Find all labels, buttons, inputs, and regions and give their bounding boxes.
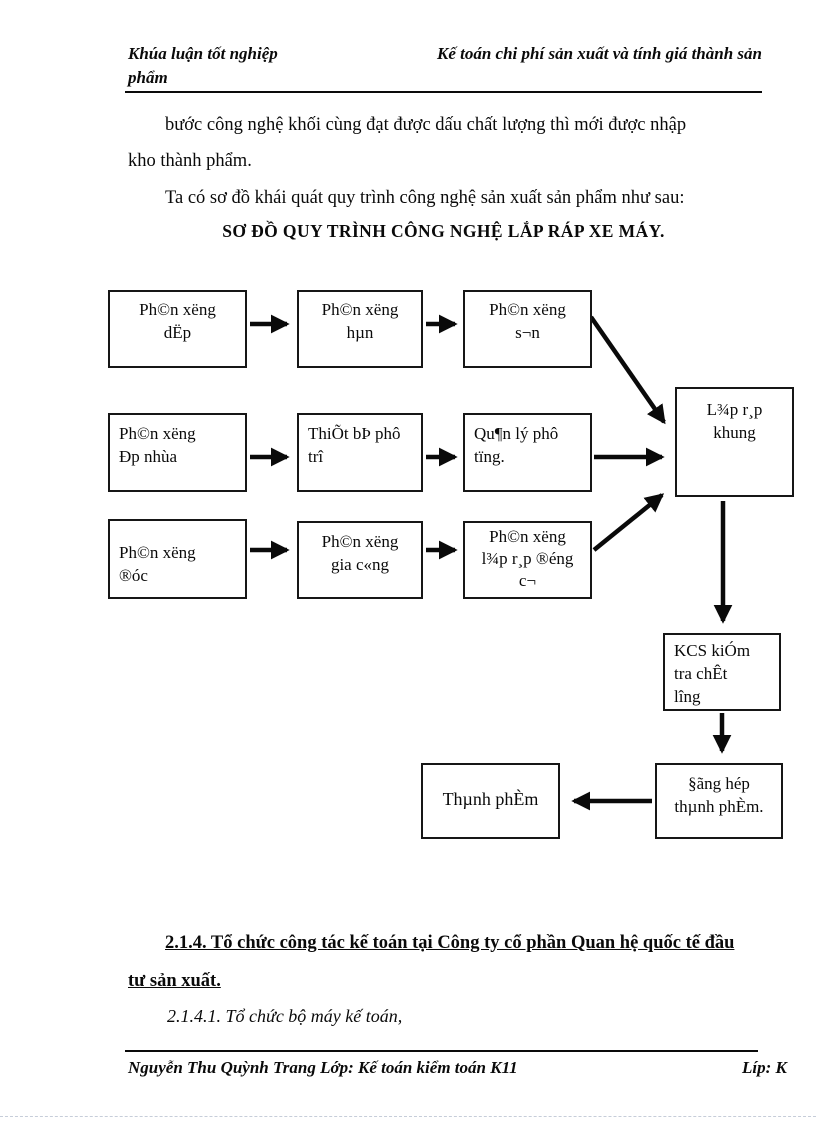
flow-box-thiet-bi-phu-tro: ThiÕt bÞ phô trî (297, 413, 423, 492)
flow-box-phan-xuong-dap: Ph©n xëng dËp (108, 290, 247, 368)
flow-box-phan-xuong-han: Ph©n xëng hµn (297, 290, 423, 368)
flow-box-quan-ly-phu-tung: Qu¶n lý phô tïng. (463, 413, 592, 492)
subsection-heading-2141: 2.1.4.1. Tổ chức bộ máy kế toán, (167, 1006, 403, 1026)
body-paragraph-2: Ta có sơ đồ khái quát quy trình công ngh… (165, 188, 685, 208)
flow-box-phan-xuong-duc: Ph©n xëng ®óc (108, 519, 247, 599)
flow-box-phan-xuong-son: Ph©n xëng s¬n (463, 290, 592, 368)
flow-box-phan-xuong-ep-nhua: Ph©n xëng Ðp nhùa (108, 413, 247, 492)
flow-box-dong-hop-thanh-pham: §ãng hép thµnh phÈm. (655, 763, 783, 839)
footer-rule (125, 1050, 758, 1052)
arrow-son-to-khung (589, 315, 666, 425)
flow-box-phan-xuong-gia-cong: Ph©n xëng gia c«ng (297, 521, 423, 599)
header-rule (125, 91, 762, 93)
header-left-text: Khúa luận tốt nghiệp (128, 44, 278, 63)
flow-box-lap-rap-khung: L¾p r¸p khung (675, 387, 794, 497)
footer-class-text: Líp: K (742, 1058, 787, 1077)
body-paragraph-1: bước công nghệ khối cùng đạt được dấu ch… (128, 115, 687, 171)
section-heading-214-line1: 2.1.4. Tổ chức công tác kế toán tại Công… (165, 933, 735, 953)
page-break-dashes (0, 1116, 816, 1117)
flow-box-kcs-kiem-tra: KCS kiÓm tra chÊt lîng (663, 633, 781, 711)
diagram-title: SƠ ĐỒ QUY TRÌNH CÔNG NGHỆ LẮP RÁP XE MÁY… (222, 221, 665, 241)
flow-box-lap-rap-dong-co: Ph©n xëng l¾p r¸p ®éng c¬ (463, 521, 592, 599)
section-heading-214-line2: tư sản xuất. (128, 971, 221, 991)
flow-box-thanh-pham: Thµnh phÈm (421, 763, 560, 839)
header-wrap-word: phẩm (128, 68, 168, 87)
header-right-text: Kế toán chi phí sản xuất và tính giá thà… (437, 44, 762, 63)
footer-author-text: Nguyễn Thu Quỳnh Trang Lớp: Kế toán kiểm… (128, 1058, 518, 1077)
arrow-lapdongco-to-khung (592, 493, 665, 552)
page-header: Khúa luận tốt nghiệp Kế toán chi phí sản… (128, 44, 762, 64)
